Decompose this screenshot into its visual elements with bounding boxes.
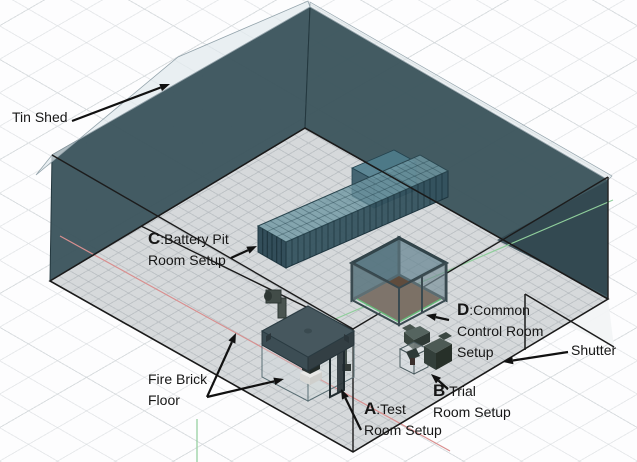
tin-shed-roof-overhang xyxy=(35,0,311,176)
test-room xyxy=(260,289,356,402)
test-room-arrow xyxy=(344,397,362,431)
arrowhead xyxy=(503,356,514,365)
container-corrugation-end xyxy=(262,228,282,266)
trial-room-label: B:Trial Room Setup xyxy=(433,381,511,420)
control-room-arrow xyxy=(435,316,450,322)
highlight-edge-green xyxy=(398,298,442,323)
container-roof-ribs xyxy=(263,157,443,240)
shutter-arrow xyxy=(512,350,569,362)
tin-shed-arrow xyxy=(71,86,162,123)
shutter-light-wedge xyxy=(566,299,614,347)
arrowhead xyxy=(426,313,437,321)
tin-shed-label: Tin Shed xyxy=(12,109,68,125)
battery-pit-arrow xyxy=(230,249,249,259)
common-control-room-label: D:Common Control Room Setup xyxy=(457,300,544,360)
arrowhead xyxy=(159,83,170,92)
shed-floor-outline xyxy=(48,127,610,453)
shutter-label: Shutter xyxy=(571,342,617,358)
trial-machine xyxy=(398,324,452,375)
fire-brick-arrow-1 xyxy=(205,341,233,398)
arrowhead xyxy=(431,374,442,384)
highlight-edge-green xyxy=(356,298,400,323)
trial-room-arrow xyxy=(437,379,449,390)
shutter-outline xyxy=(524,293,615,350)
arrowhead xyxy=(228,333,236,344)
fire-brick-floor-label: Fire Brick Floor xyxy=(148,371,208,408)
origin-axis-red xyxy=(59,235,451,452)
test-room-label: A:Test Room Setup xyxy=(364,399,442,438)
arrowhead xyxy=(273,377,284,385)
test-room-door xyxy=(337,348,344,393)
callout-arrows xyxy=(71,83,569,431)
arrowhead xyxy=(246,246,257,254)
front-left-wall-top-edge xyxy=(51,154,354,330)
battery-pit-container xyxy=(256,154,450,269)
container-corrugation-front xyxy=(291,173,443,266)
tin-shed-walls xyxy=(35,0,613,300)
arrowhead xyxy=(341,389,349,400)
tin-shed-right-corner-shade xyxy=(497,181,607,296)
battery-pit-room-label: C:Battery Pit Room Setup xyxy=(148,229,229,268)
fire-brick-arrow-2 xyxy=(206,380,275,399)
control-room xyxy=(348,235,450,327)
